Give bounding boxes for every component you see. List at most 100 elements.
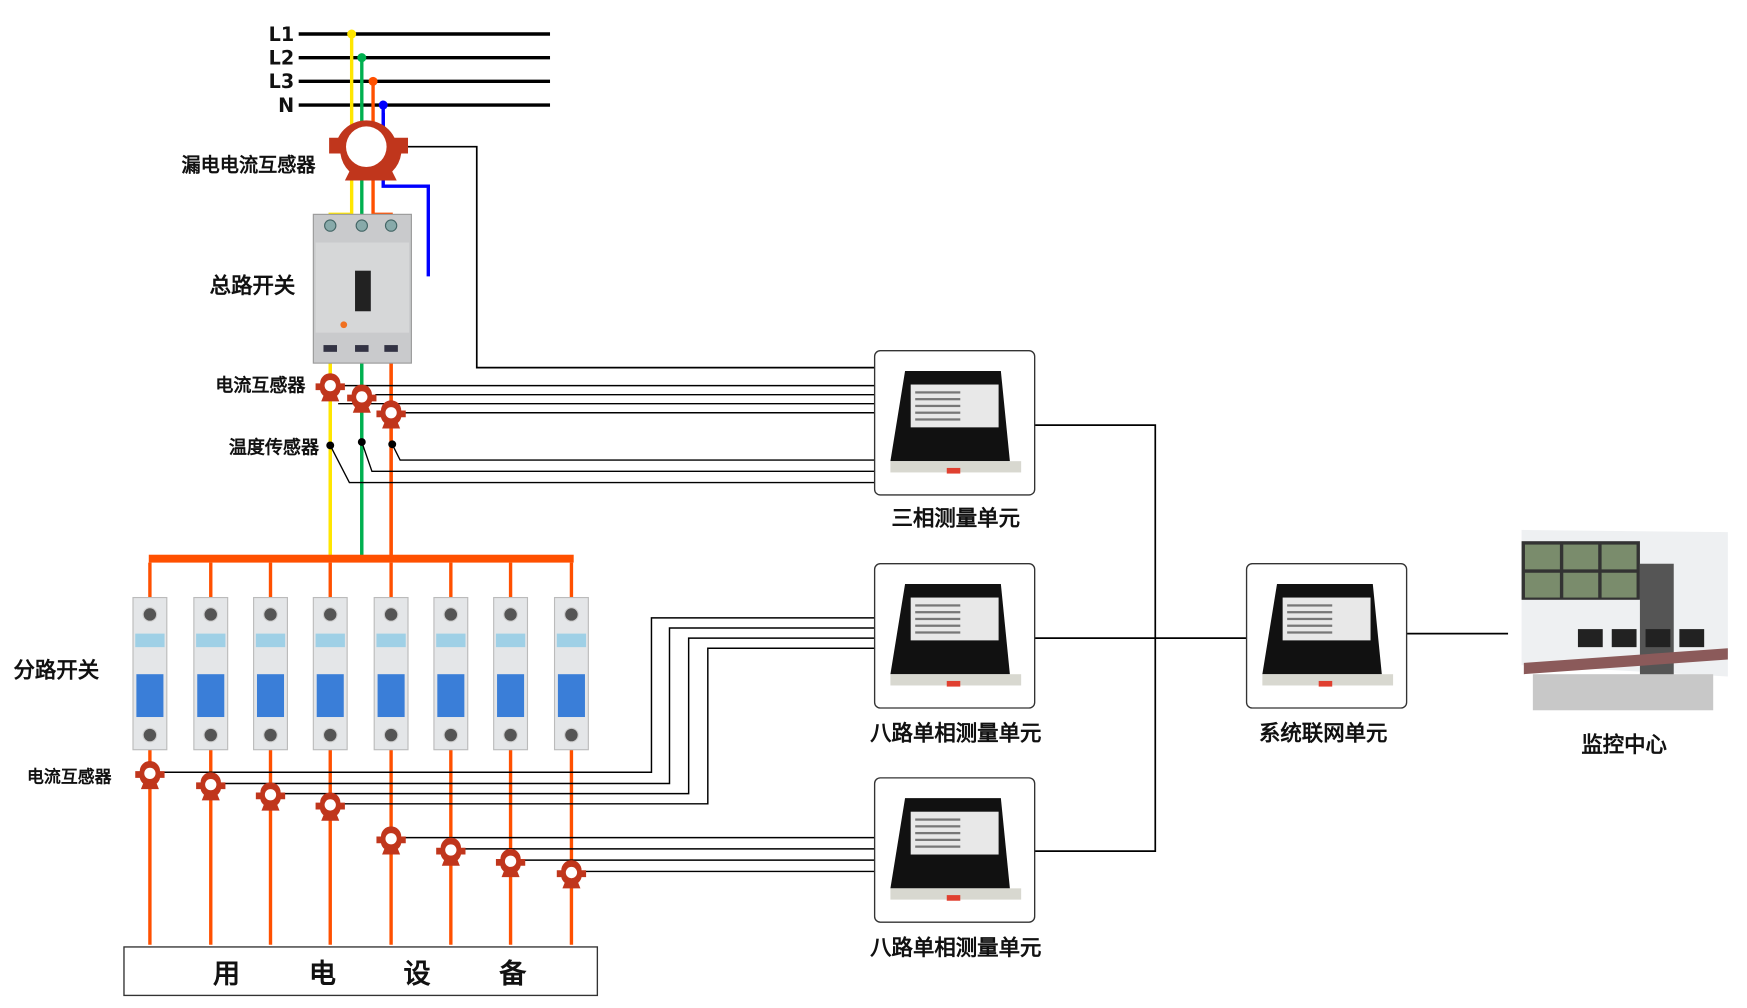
nameplate-text-line	[915, 404, 961, 408]
terminal-screw	[503, 727, 518, 743]
temperature-sensor-label: 温度传感器	[229, 436, 320, 458]
ct-hole	[385, 407, 397, 419]
breaker-body	[433, 596, 469, 751]
nameplate-text-line	[915, 624, 961, 627]
din-clip	[1318, 680, 1333, 687]
terminal-screw	[564, 607, 579, 622]
terminal-screw	[142, 607, 158, 622]
monitor-screen	[1645, 629, 1671, 648]
leakage-ct-label: 漏电电流互感器	[181, 154, 316, 177]
eight-way-unit-1-label: 八路单相测量单元	[870, 721, 1041, 747]
nameplate-text-line	[915, 845, 961, 848]
branch-ct	[196, 772, 226, 801]
ct-hole	[264, 789, 277, 801]
three-phase-measurement-unit	[873, 350, 1036, 496]
branch-breaker-icon	[312, 596, 348, 751]
din-rail-base	[1262, 674, 1394, 686]
branch-ct	[495, 848, 526, 878]
video-screen	[1601, 544, 1637, 570]
breaker-handle	[355, 270, 371, 312]
breaker-label	[196, 633, 226, 648]
video-screen	[1524, 544, 1560, 570]
terminal-screw	[564, 727, 579, 743]
din-clip	[946, 680, 961, 687]
indicator-dot	[340, 321, 348, 329]
eight-way-measurement-unit-1	[873, 563, 1036, 709]
bus-label-l3: L3	[269, 70, 295, 93]
branch-ct-signal-wire	[284, 637, 875, 795]
din-rail-base	[890, 674, 1022, 686]
terminal-screw	[443, 607, 459, 622]
terminal-screw	[263, 727, 278, 743]
ct-hole	[504, 855, 517, 867]
nameplate-text-line	[915, 825, 961, 828]
branch-ct	[376, 826, 406, 855]
terminal-screw	[383, 607, 399, 622]
breaker-label	[135, 633, 165, 648]
branch-breaker-icon	[493, 596, 529, 751]
temperature-sensor-icon	[388, 440, 397, 449]
branch-ct	[315, 792, 345, 821]
main-breaker-icon	[312, 213, 412, 364]
breaker-handle	[136, 674, 164, 718]
breaker-label	[315, 633, 345, 648]
main-ct	[315, 373, 345, 402]
ct-hole	[205, 779, 217, 791]
leakage-signal-wire	[408, 145, 875, 369]
main-ct	[376, 400, 406, 429]
equipment-box	[123, 946, 599, 997]
din-clip	[946, 467, 961, 474]
console-desk-body	[1532, 674, 1714, 711]
branch-ct	[556, 860, 587, 889]
monitor-screen	[1611, 629, 1637, 648]
nameplate-text-line	[1287, 617, 1333, 621]
breaker-body	[373, 596, 409, 751]
terminal-screw	[355, 345, 369, 352]
nameplate-text-line	[915, 604, 961, 607]
terminal-screw	[503, 607, 518, 622]
din-rail-base	[890, 461, 1022, 473]
din-rail-base	[890, 888, 1022, 900]
ct-hole	[385, 833, 397, 845]
nameplate-text-line	[1287, 611, 1333, 614]
branch-breaker-icon	[553, 596, 589, 751]
nameplate-text-line	[915, 838, 961, 842]
eight-way-unit-2-label: 八路单相测量单元	[870, 935, 1041, 961]
network-unit-label: 系统联网单元	[1259, 721, 1387, 747]
monitor-screen	[1679, 629, 1705, 648]
breaker-label	[255, 633, 286, 648]
three-phase-unit-label: 三相测量单元	[892, 506, 1020, 531]
breaker-label	[556, 633, 587, 648]
nameplate-text-line	[915, 418, 961, 421]
branch-breaker-icon	[132, 596, 168, 751]
terminal-screw	[203, 607, 219, 622]
monitor-center-label: 监控中心	[1581, 732, 1667, 758]
breaker-handle	[557, 674, 585, 718]
eight-way-measurement-unit-2	[873, 777, 1036, 923]
breaker-body	[493, 596, 529, 751]
breaker-handle	[316, 674, 344, 718]
terminal-screw	[142, 727, 158, 743]
nameplate-text-line	[915, 611, 961, 614]
temperature-signal-wire	[361, 441, 875, 472]
ct-hole	[565, 866, 578, 879]
breaker-label	[436, 633, 466, 648]
terminal-screw	[323, 345, 338, 352]
nameplate-text-line	[1287, 604, 1333, 607]
main-ct	[347, 384, 377, 413]
ct-hole	[356, 391, 368, 403]
nameplate-text-line	[915, 391, 961, 394]
nameplate-text-line	[1287, 631, 1333, 634]
terminal-screw	[203, 727, 219, 743]
breaker-label	[495, 633, 526, 648]
temperature-sensor-icon	[326, 441, 335, 450]
equipment-char: 设	[403, 959, 430, 990]
nameplate-text-line	[1287, 624, 1333, 627]
terminal-screw	[324, 219, 337, 232]
bus-label-l2: L2	[269, 46, 295, 69]
terminal-screw	[322, 607, 338, 622]
breaker-body	[193, 596, 229, 751]
branch-busbar	[148, 554, 574, 563]
